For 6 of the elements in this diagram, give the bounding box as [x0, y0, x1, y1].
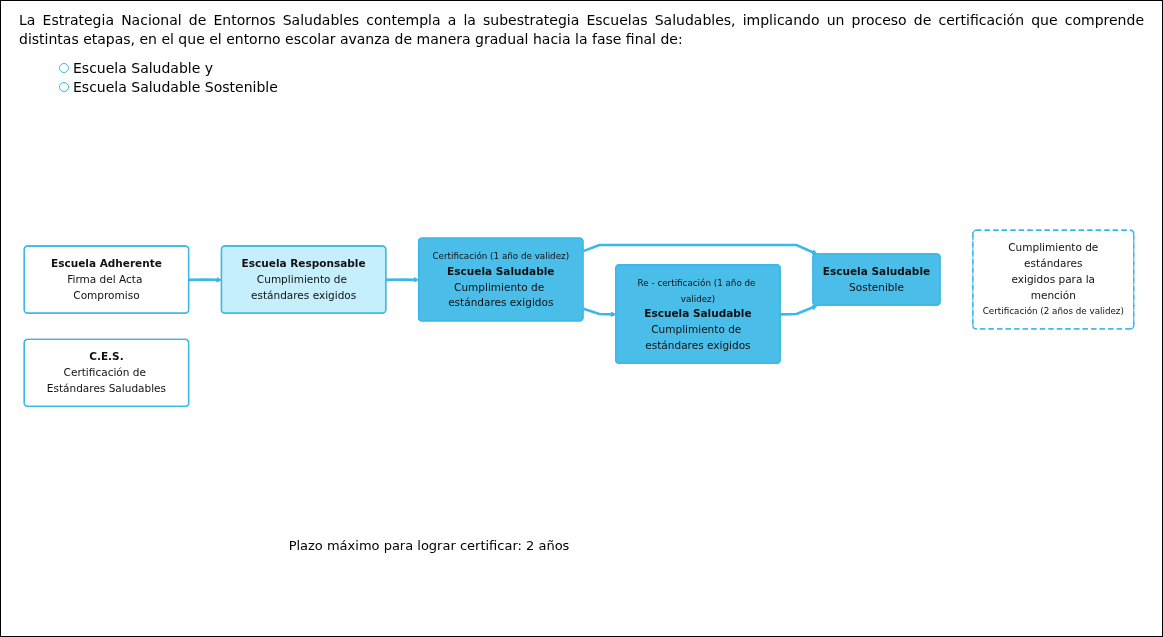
- bullet-text: Escuela Saludable Sostenible: [73, 79, 278, 96]
- bullet-text: Escuela Saludable y: [73, 59, 214, 76]
- arrow: [780, 304, 818, 316]
- period-note: Plazo máximo para lograr certificar: 2 años: [287, 537, 571, 553]
- arrow: [582, 243, 818, 255]
- intro-paragraph: La Estrategia Nacional de Entornos Saludables contempla a la subestrategia Escuelas Saludables, implicando un proceso de certificación que comprende distintas etapas, en el que el entorno escolar avanza de manera gradual hacia la fase final de:: [19, 11, 1144, 49]
